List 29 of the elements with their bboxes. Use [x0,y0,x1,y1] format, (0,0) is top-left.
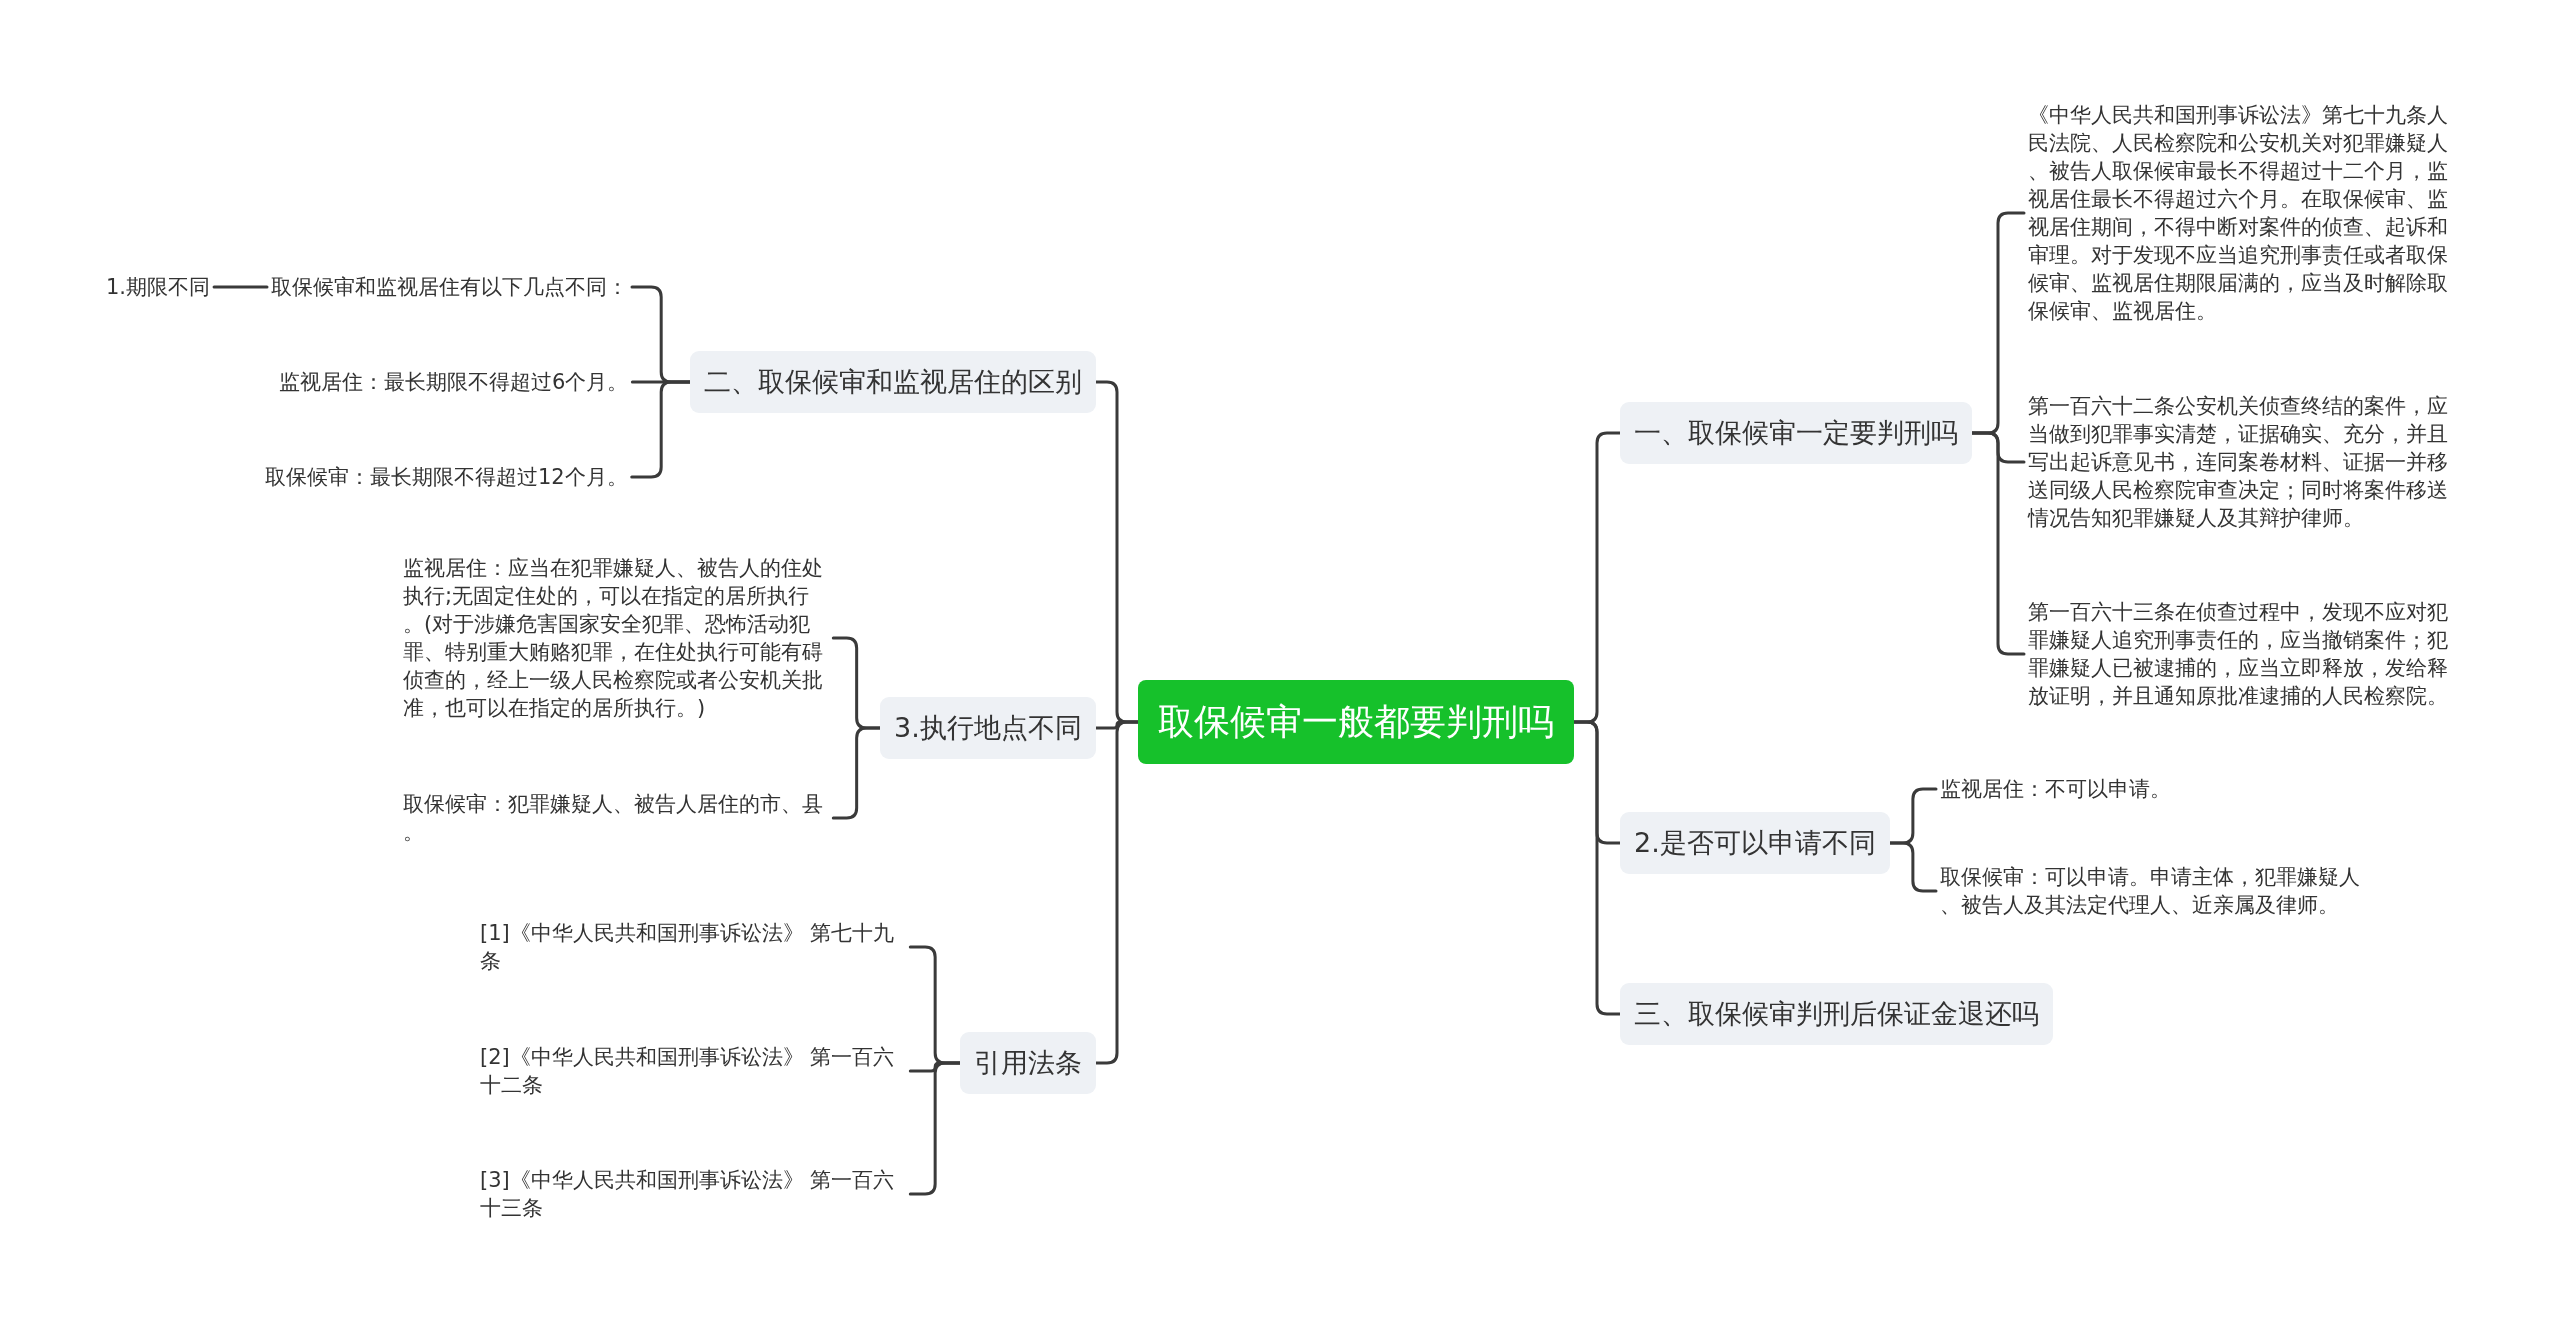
connector-line [1970,431,2026,656]
topic-box: 一、取保候审一定要判刑吗 [1620,402,1972,464]
topic-text: [3]《中华人民共和国刑事诉讼法》 第一百六十三条 [476,1164,911,1224]
topic-text: 1.期限不同 [102,271,215,303]
topic-box: 2.是否可以申请不同 [1620,812,1890,874]
topic-box: 二、取保候审和监视居住的区别 [690,351,1096,413]
connector-line [908,1061,962,1196]
topic-box: 三、取保候审判刑后保证金退还吗 [1620,983,2053,1045]
topic-text: 取保候审：犯罪嫌疑人、被告人居住的市、县。 [399,788,834,848]
connector-line [1094,720,1140,1065]
connector-line [1888,841,1938,893]
topic-text: 监视居住：应当在犯罪嫌疑人、被告人的住处执行;无固定住处的，可以在指定的居所执行。(对于涉嫌危害国家安全犯罪、恐怖活动犯罪、特别重大贿赂犯罪，在住处执行可能有碍侦查的，经上一级人民检察院或者公安机关批准，也可以在指定的居所执行。) [399,552,834,724]
connector-line [1572,720,1622,1016]
central-topic-box: 取保候审一般都要判刑吗 [1138,680,1574,764]
topic-text: 第一百六十二条公安机关侦查终结的案件，应当做到犯罪事实清楚，证据确实、充分，并且写出起诉意见书，连同案卷材料、证据一并移送同级人民检察院审查决定；同时将案件移送情况告知犯罪嫌疑人及其辩护律师。 [2024,390,2459,534]
connector-line [630,380,692,479]
topic-text: 取保候审和监视居住有以下几点不同： [267,271,632,303]
connector-line [831,726,882,820]
topic-text: 监视居住：不可以申请。 [1936,773,2175,805]
topic-box: 3.执行地点不同 [880,697,1096,759]
topic-text: 取保候审：最长期限不得超过12个月。 [261,461,632,493]
connector-line [212,285,269,289]
topic-text: 《中华人民共和国刑事诉讼法》第七十九条人民法院、人民检察院和公安机关对犯罪嫌疑人、被告人取保候审最长不得超过十二个月，监视居住最长不得超过六个月。在取保候审、监视居住期间，不得中断对案件的侦查、起诉和审理。对于发现不应当追究刑事责任或者取保候审、监视居住期限届满的，应当及时解除取保候审、监视居住。 [2024,99,2459,327]
topic-box: 引用法条 [960,1032,1096,1094]
topic-text: [2]《中华人民共和国刑事诉讼法》 第一百六十二条 [476,1041,911,1101]
topic-text: 取保候审：可以申请。申请主体，犯罪嫌疑人、被告人及其法定代理人、近亲属及律师。 [1936,861,2371,921]
topic-text: 监视居住：最长期限不得超过6个月。 [275,366,633,398]
topic-text: [1]《中华人民共和国刑事诉讼法》 第七十九条 [476,917,911,977]
topic-text: 第一百六十三条在侦查过程中，发现不应对犯罪嫌疑人追究刑事责任的，应当撤销案件；犯罪嫌疑人已被逮捕的，应当立即释放，发给释放证明，并且通知原批准逮捕的人民检察院。 [2024,596,2459,712]
